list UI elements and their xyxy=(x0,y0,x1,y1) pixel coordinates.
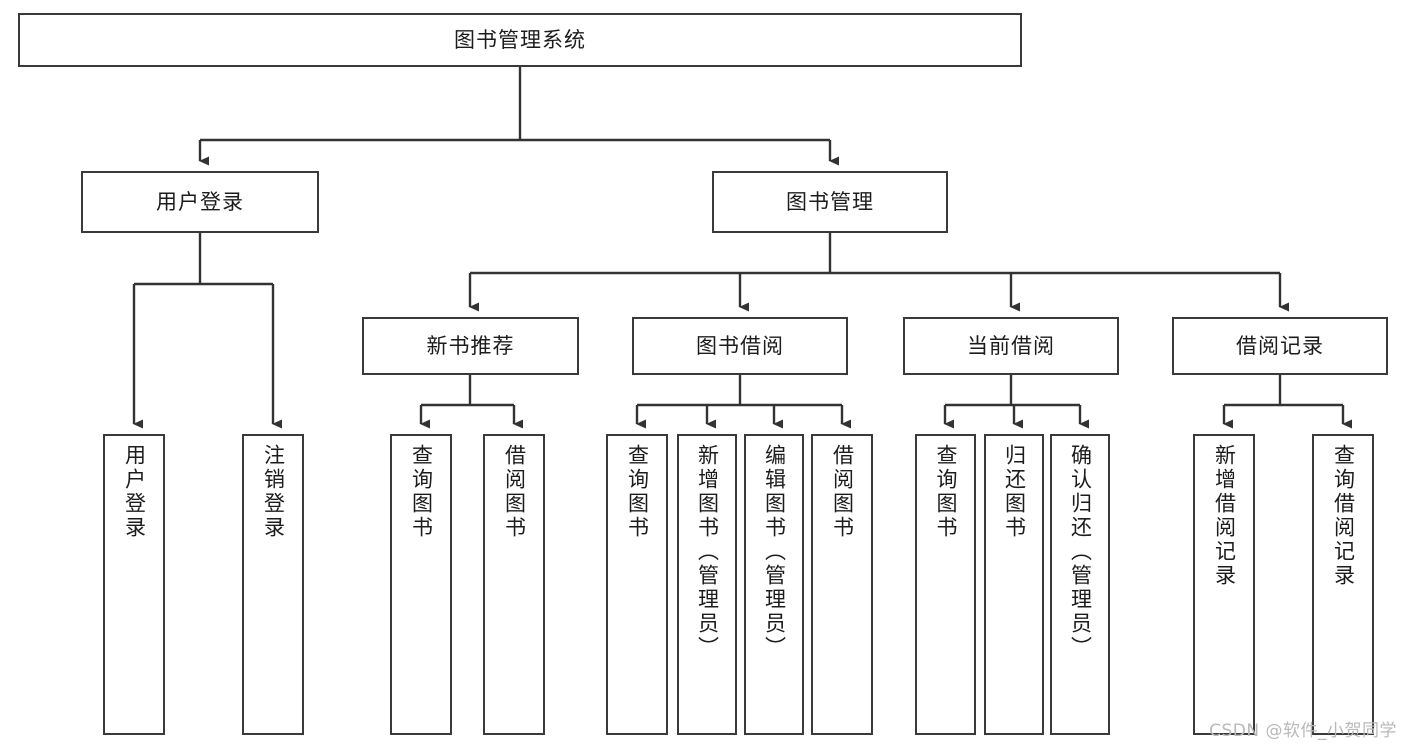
node-new-book-rec[interactable]: 新书推荐 xyxy=(362,317,579,375)
node-leaf-user-logout[interactable]: 注销登录 xyxy=(242,434,304,735)
node-new-book-rec-label: 新书推荐 xyxy=(426,333,515,358)
node-current-borrow[interactable]: 当前借阅 xyxy=(903,317,1119,375)
node-leaf-cb-confirm-return-label: 确认归还（管理员） xyxy=(1068,444,1093,660)
node-current-borrow-label: 当前借阅 xyxy=(967,333,1055,358)
node-leaf-rec-borrow-book[interactable]: 借阅图书 xyxy=(483,434,545,735)
node-leaf-bb-edit-book[interactable]: 编辑图书（管理员） xyxy=(744,434,804,735)
watermark-text: CSDN @软件_小贺同学 xyxy=(1209,721,1397,741)
node-leaf-cb-return-book-label: 归还图书 xyxy=(1002,444,1027,540)
node-leaf-cb-return-book[interactable]: 归还图书 xyxy=(984,434,1044,735)
node-leaf-user-login[interactable]: 用户登录 xyxy=(103,434,165,735)
node-leaf-user-login-label: 用户登录 xyxy=(122,444,147,540)
node-leaf-user-logout-label: 注销登录 xyxy=(261,444,286,540)
node-user-login-label: 用户登录 xyxy=(156,189,244,214)
node-leaf-cb-search-book-label: 查询图书 xyxy=(934,444,958,540)
node-user-login[interactable]: 用户登录 xyxy=(81,171,319,233)
node-book-borrow-label: 图书借阅 xyxy=(696,333,784,358)
node-leaf-bb-borrow-book-label: 借阅图书 xyxy=(830,444,855,540)
node-leaf-bb-search-book-label: 查询图书 xyxy=(625,444,650,540)
node-leaf-bb-search-book[interactable]: 查询图书 xyxy=(606,434,668,735)
node-leaf-bb-borrow-book[interactable]: 借阅图书 xyxy=(811,434,873,735)
node-leaf-cb-confirm-return[interactable]: 确认归还（管理员） xyxy=(1050,434,1110,735)
node-leaf-br-add-record-label: 新增借阅记录 xyxy=(1212,444,1237,588)
node-leaf-rec-borrow-book-label: 借阅图书 xyxy=(502,444,527,540)
node-root[interactable]: 图书管理系统 xyxy=(18,13,1022,67)
node-leaf-cb-search-book[interactable]: 查询图书 xyxy=(915,434,976,735)
node-leaf-bb-edit-book-label: 编辑图书（管理员） xyxy=(762,444,787,660)
node-leaf-bb-add-book-label: 新增图书（管理员） xyxy=(695,444,720,660)
node-borrow-record[interactable]: 借阅记录 xyxy=(1172,317,1388,375)
node-book-manage-label: 图书管理 xyxy=(786,189,874,214)
node-book-manage[interactable]: 图书管理 xyxy=(712,171,948,233)
node-leaf-br-search-record[interactable]: 查询借阅记录 xyxy=(1312,434,1374,735)
node-leaf-br-add-record[interactable]: 新增借阅记录 xyxy=(1193,434,1255,735)
node-leaf-rec-search-book-label: 查询图书 xyxy=(409,444,434,540)
node-leaf-rec-search-book[interactable]: 查询图书 xyxy=(390,434,452,735)
node-borrow-record-label: 借阅记录 xyxy=(1236,333,1324,358)
node-root-label: 图书管理系统 xyxy=(454,27,586,52)
node-book-borrow[interactable]: 图书借阅 xyxy=(632,317,848,375)
node-leaf-br-search-record-label: 查询借阅记录 xyxy=(1331,444,1356,588)
node-leaf-bb-add-book[interactable]: 新增图书（管理员） xyxy=(677,434,737,735)
